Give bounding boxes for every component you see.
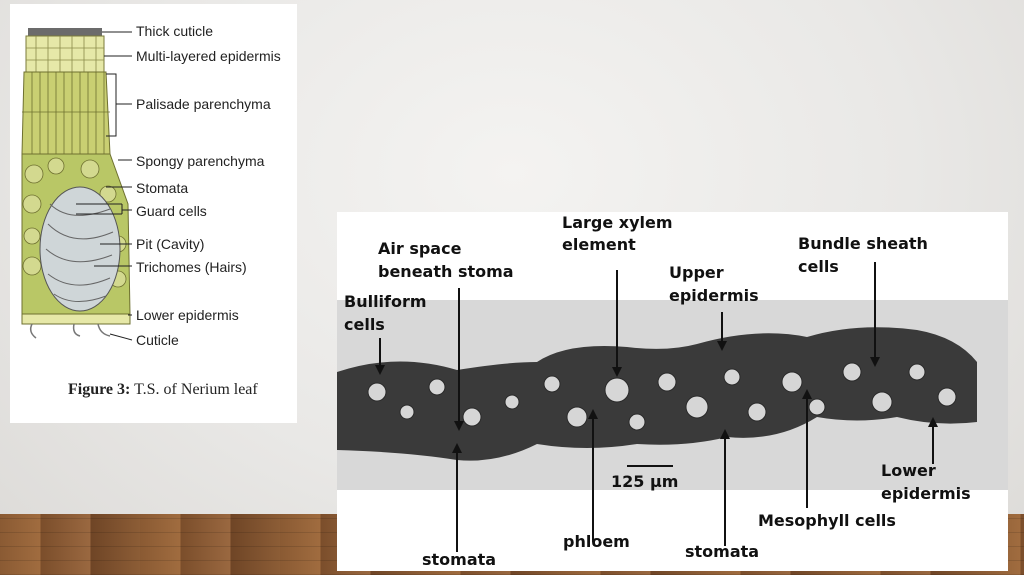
leader-lines <box>76 31 133 341</box>
label-stomata-left: stomata <box>422 550 497 569</box>
spongy-cells <box>22 157 127 288</box>
nerium-leaf-diagram: Thick cuticle Multi-layered epidermis Pa… <box>10 4 297 423</box>
label-stomata-middle: stomata <box>685 542 760 561</box>
label-lower-epidermis-line2: epidermis <box>881 484 971 503</box>
label-spongy-parenchyma: Spongy parenchyma <box>136 153 265 169</box>
figure-caption: Figure 3: T.S. of Nerium leaf <box>68 381 258 399</box>
label-phloem: phloem <box>563 532 630 551</box>
label-upper-epidermis-line2: epidermis <box>669 286 759 305</box>
cuticle-hairs <box>29 323 111 339</box>
label-guard-cells: Guard cells <box>136 203 207 219</box>
tissue-cells <box>367 362 957 431</box>
palisade-shape <box>21 71 111 155</box>
micrograph-drawing <box>337 262 1008 552</box>
leaf-tissue-shape <box>337 327 977 461</box>
leaf-micrograph-diagram: Large xylem element Air space beneath st… <box>337 212 1008 571</box>
epidermis-cells <box>26 36 104 72</box>
nerium-leaf-drawing <box>21 28 133 341</box>
caption-text: T.S. of Nerium leaf <box>130 381 258 398</box>
label-upper-epidermis-line1: Upper <box>669 263 724 282</box>
label-bundle-sheath-line1: Bundle sheath <box>798 234 928 253</box>
label-bundle-sheath-line2: cells <box>798 257 839 276</box>
label-air-space-line1: Air space <box>378 239 462 258</box>
label-thick-cuticle: Thick cuticle <box>136 23 214 39</box>
label-lower-epidermis-line1: Lower <box>881 461 936 480</box>
label-stomata: Stomata <box>136 180 189 196</box>
label-air-space-line2: beneath stoma <box>378 262 514 281</box>
label-scale: 125 µm <box>611 472 679 491</box>
label-trichomes: Trichomes (Hairs) <box>136 259 247 275</box>
label-lower-epidermis: Lower epidermis <box>136 307 239 323</box>
epidermis-shape <box>25 35 105 73</box>
lower-epidermis-shape <box>21 313 131 325</box>
label-multi-layered-epidermis: Multi-layered epidermis <box>136 48 281 64</box>
label-cuticle: Cuticle <box>136 332 179 348</box>
label-bulliform-line2: cells <box>344 315 385 334</box>
label-large-xylem-line2: element <box>562 235 636 254</box>
caption-bold: Figure 3: <box>68 381 131 398</box>
thick-cuticle-shape <box>28 28 102 36</box>
label-palisade-parenchyma: Palisade parenchyma <box>136 96 271 112</box>
label-mesophyll-cells: Mesophyll cells <box>758 511 896 530</box>
label-arrows <box>375 262 938 552</box>
label-large-xylem-line1: Large xylem <box>562 213 673 232</box>
label-pit-cavity: Pit (Cavity) <box>136 236 205 252</box>
palisade-cells <box>22 72 110 154</box>
label-bulliform-line1: Bulliform <box>344 292 427 311</box>
stomatal-crypt-shape <box>39 186 121 312</box>
trichome-lines <box>45 203 114 302</box>
